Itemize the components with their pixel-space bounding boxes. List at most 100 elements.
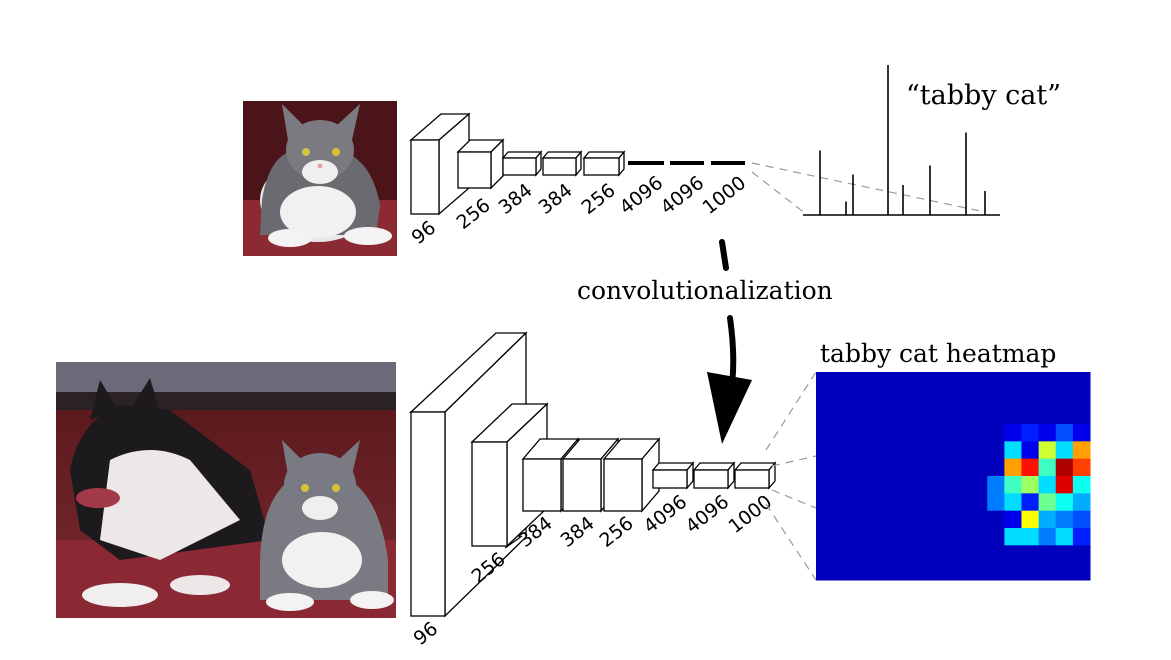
- top-dash-lower: [751, 171, 807, 215]
- heatmap-cell: [1055, 372, 1074, 390]
- heatmap-cell: [901, 545, 920, 564]
- heatmap-cell: [1004, 458, 1023, 477]
- heatmap-cell: [833, 476, 851, 494]
- heatmap-cell: [901, 406, 920, 425]
- heatmap-cell: [918, 441, 937, 460]
- heatmap-cell: [970, 458, 988, 477]
- heatmap-cell: [970, 545, 988, 564]
- heatmap-cell: [816, 528, 834, 546]
- heatmap-cell: [1021, 458, 1040, 477]
- heatmap-cell: [953, 458, 971, 477]
- heatmap-cell: [901, 493, 920, 512]
- heatmap-cell: [918, 476, 937, 494]
- heatmap-cell: [987, 528, 1005, 546]
- heatmap-cell: [816, 493, 834, 512]
- heatmap-cell: [867, 493, 886, 512]
- top-dash-upper: [751, 162, 986, 213]
- top-layer-label-256: 256: [453, 194, 495, 234]
- heatmap-cell: [970, 372, 988, 390]
- heatmap-cell: [833, 458, 851, 477]
- heatmap-cell: [953, 493, 971, 512]
- heatmap-cell: [970, 528, 988, 546]
- heatmap-cell: [867, 441, 886, 460]
- heatmap-cell: [1072, 562, 1091, 581]
- heatmap-cell: [850, 493, 868, 512]
- heatmap-cell: [1021, 528, 1040, 546]
- bottom-dash-2: [771, 455, 817, 467]
- heatmap-cell: [1021, 441, 1040, 460]
- heatmap-cell: [833, 441, 851, 460]
- heatmap-cell: [901, 424, 920, 442]
- heatmap-cell: [884, 458, 903, 477]
- heatmap-cell: [816, 389, 834, 408]
- heatmap-cell: [850, 476, 868, 494]
- top-network: 96 256 384 384 256 4096 4096 1000: [408, 112, 751, 249]
- heatmap-cell: [1055, 493, 1074, 512]
- heatmap-cell: [1038, 510, 1057, 529]
- heatmap-cell: [953, 528, 971, 546]
- bottom-layer-label-4096b: 4096: [682, 491, 734, 538]
- heatmap-cell: [1055, 545, 1074, 564]
- heatmap-cell: [901, 441, 920, 460]
- heatmap-cell: [1038, 545, 1057, 564]
- heatmap-cell: [833, 528, 851, 546]
- heatmap-cell: [987, 476, 1005, 494]
- heatmap-cell: [1055, 476, 1074, 494]
- heatmap-cell: [918, 528, 937, 546]
- heatmap-cell: [1072, 545, 1091, 564]
- heatmap-cell: [1055, 424, 1074, 442]
- bottom-dash-3: [771, 489, 817, 509]
- heatmap-cell: [1004, 510, 1023, 529]
- heatmap-cell: [1021, 493, 1040, 512]
- bottom-layer-box-8: [733, 461, 777, 490]
- heatmap-cell: [833, 389, 851, 408]
- heatmap-cell: [987, 441, 1005, 460]
- heatmap-cell: [987, 458, 1005, 477]
- heatmap-cell: [1021, 372, 1040, 390]
- bottom-layer-label-256b: 256: [596, 512, 638, 552]
- heatmap-cell: [1072, 389, 1091, 408]
- heatmap-cell: [987, 372, 1005, 390]
- heatmap-cell: [1072, 406, 1091, 425]
- heatmap-cell: [901, 562, 920, 581]
- convolutionalization-label: convolutionalization: [577, 276, 833, 305]
- heatmap-cell: [850, 441, 868, 460]
- heatmap-cell: [987, 406, 1005, 425]
- heatmap-cell: [953, 389, 971, 408]
- heatmap-cell: [918, 424, 937, 442]
- heatmap-cell: [884, 510, 903, 529]
- heatmap-cell: [884, 389, 903, 408]
- heatmap-cell: [833, 510, 851, 529]
- heatmap-cell: [1038, 493, 1057, 512]
- arrow-head: [707, 372, 752, 444]
- heatmap-cell: [935, 372, 954, 390]
- heatmap-cell: [1072, 528, 1091, 546]
- heatmap-cell: [935, 562, 954, 581]
- heatmap-cell: [935, 389, 954, 408]
- heatmap-cell: [970, 562, 988, 581]
- heatmap-cell: [867, 562, 886, 581]
- heatmap-cell: [953, 441, 971, 460]
- heatmap-cell: [867, 510, 886, 529]
- heatmap: [816, 372, 1091, 581]
- top-layer-box-2: [456, 138, 505, 190]
- top-layer-label-1000: 1000: [699, 172, 751, 219]
- top-layer-label-4096a: 4096: [616, 172, 668, 219]
- heatmap-cell: [970, 493, 988, 512]
- bottom-dash-4: [765, 503, 817, 581]
- heatmap-cell: [850, 424, 868, 442]
- heatmap-cell: [816, 441, 834, 460]
- heatmap-cell: [1021, 389, 1040, 408]
- heatmap-cell: [901, 510, 920, 529]
- heatmap-cell: [1038, 458, 1057, 477]
- heatmap-cell: [935, 476, 954, 494]
- heatmap-cell: [1038, 562, 1057, 581]
- heatmap-cell: [850, 562, 868, 581]
- heatmap-cell: [935, 528, 954, 546]
- heatmap-cell: [1072, 493, 1091, 512]
- bottom-layer-label-1000: 1000: [725, 491, 777, 538]
- top-layer-label-384b: 384: [535, 179, 577, 219]
- heatmap-cell: [1072, 476, 1091, 494]
- heatmap-cell: [1021, 406, 1040, 425]
- heatmap-cell: [884, 372, 903, 390]
